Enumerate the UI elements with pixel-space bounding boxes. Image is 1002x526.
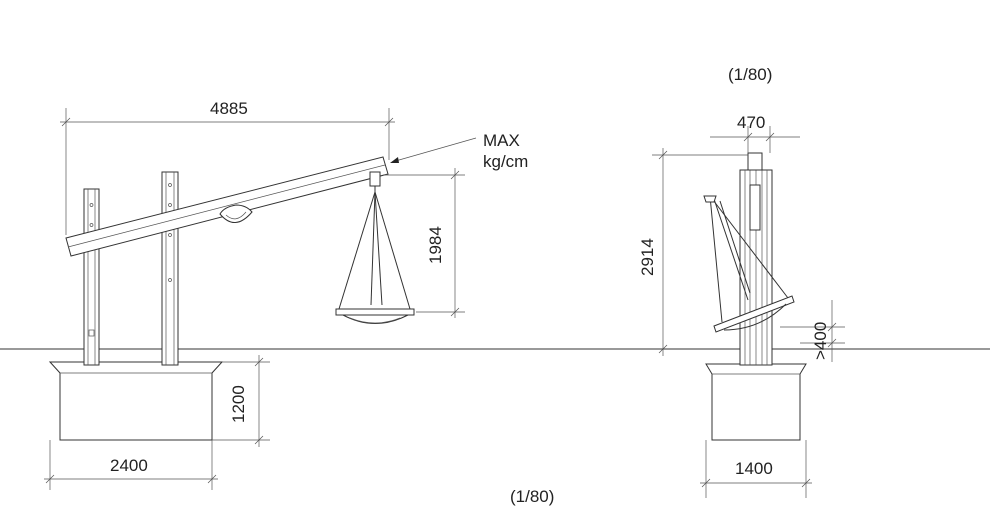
front-top-width-dimension: 470	[710, 113, 800, 153]
front-swing	[703, 195, 795, 333]
side-post-right	[161, 171, 179, 366]
front-top-width-label: 470	[737, 113, 765, 132]
side-base-width-dimension: 2400	[44, 440, 218, 490]
side-base-height-label: 1200	[229, 385, 248, 423]
front-height-dimension: 2914	[638, 148, 748, 356]
side-base-width-label: 2400	[110, 456, 148, 475]
front-base-block	[705, 363, 807, 441]
side-rope-height-label: 1984	[426, 226, 445, 264]
front-scale-label: (1/80)	[728, 65, 772, 84]
side-width-dimension: 4885	[60, 99, 395, 235]
front-view: (1/80)	[638, 65, 845, 498]
side-rope-height-dimension: 1984	[383, 168, 465, 318]
front-clearance-dimension: >400	[780, 300, 845, 362]
side-swing	[335, 171, 415, 324]
front-base-width-dimension: 1400	[700, 440, 812, 498]
front-post	[739, 152, 773, 366]
side-beam	[65, 156, 389, 257]
front-clearance-label: >400	[811, 322, 830, 360]
side-scale-label: (1/80)	[510, 487, 554, 506]
side-width-label: 4885	[210, 99, 248, 118]
note-max: MAX	[483, 131, 520, 150]
front-base-width-label: 1400	[735, 459, 773, 478]
side-base-block	[48, 361, 224, 441]
note-kgcm: kg/cm	[483, 152, 528, 171]
front-height-label: 2914	[638, 238, 657, 276]
side-max-note: MAX kg/cm	[390, 131, 528, 171]
side-post-left	[83, 188, 100, 366]
side-view: 4885 MAX kg/cm 1984 1200	[44, 99, 554, 506]
side-base-height-dimension: 1200	[212, 355, 270, 447]
